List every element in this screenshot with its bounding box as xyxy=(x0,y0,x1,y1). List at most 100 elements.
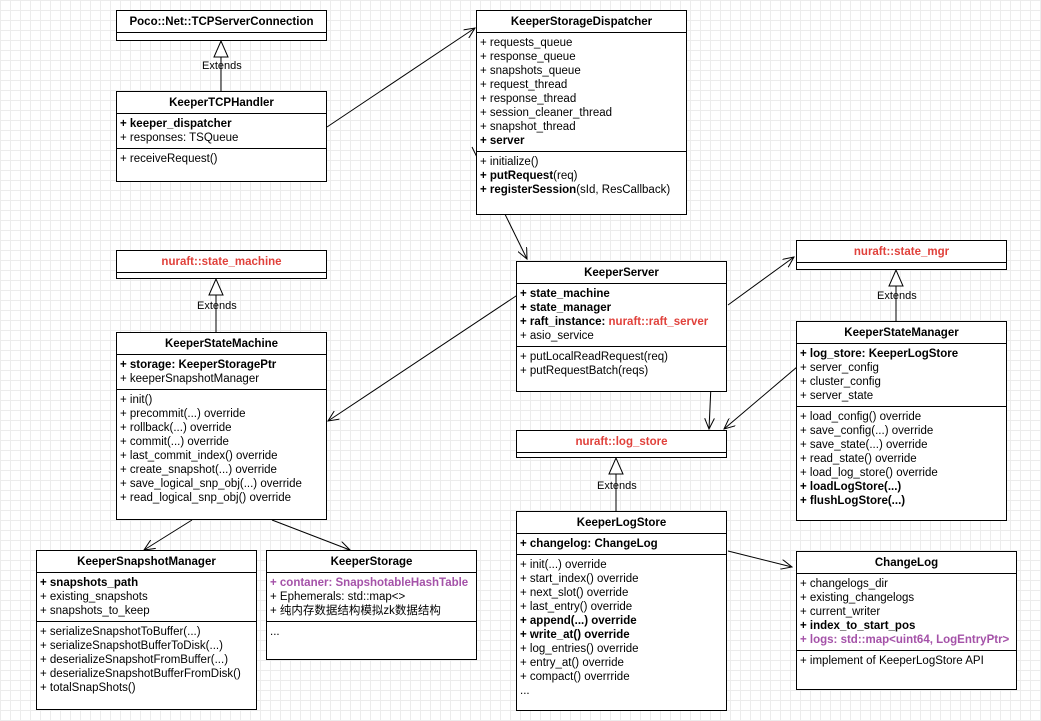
attribute: + existing_changelogs xyxy=(800,592,915,604)
attribute: + server_state xyxy=(800,390,874,402)
attributes-section: + contaner: SnapshotableHashTable + Ephe… xyxy=(267,573,476,622)
method: + deserializeSnapshotFromBuffer(...) xyxy=(40,654,229,666)
attributes-section: + state_machine + state_manager + raft_i… xyxy=(517,284,726,347)
method: + commit(...) override xyxy=(120,436,229,448)
class-keeper-server[interactable]: KeeperServer + state_machine + state_man… xyxy=(516,261,727,392)
method: + append(...) override xyxy=(520,615,637,627)
class-nuraft-state-machine[interactable]: nuraft::state_machine xyxy=(116,250,327,279)
attribute: + responses: TSQueue xyxy=(120,132,239,144)
method: + save_logical_snp_obj(...) override xyxy=(120,478,302,490)
method: + next_slot() override xyxy=(520,587,629,599)
assoc-statemachine-snapshotmgr xyxy=(144,519,193,550)
method: + precommit(...) override xyxy=(120,408,246,420)
attributes-section: + snapshots_path + existing_snapshots + … xyxy=(37,573,256,622)
attribute: + log_store: KeeperLogStore xyxy=(800,348,959,360)
attribute: + current_writer xyxy=(800,606,881,618)
class-keeper-log-store[interactable]: KeeperLogStore + changelog: ChangeLog + … xyxy=(516,511,727,711)
attributes-section: + changelog: ChangeLog xyxy=(517,534,726,555)
class-keeper-storage[interactable]: KeeperStorage + contaner: SnapshotableHa… xyxy=(266,550,477,660)
attribute: + existing_snapshots xyxy=(40,591,148,603)
class-keeper-state-machine[interactable]: KeeperStateMachine + storage: KeeperStor… xyxy=(116,332,327,520)
attributes-section: + log_store: KeeperLogStore + server_con… xyxy=(797,344,1006,407)
assoc-statemachine-storage xyxy=(271,519,350,550)
class-title: KeeperStorageDispatcher xyxy=(477,11,686,33)
attribute: + request_thread xyxy=(480,79,568,91)
method: ... xyxy=(270,626,280,638)
methods-section: ... xyxy=(267,622,476,642)
class-tcp-server-connection[interactable]: Poco::Net::TCPServerConnection xyxy=(116,10,327,41)
class-title: KeeperSnapshotManager xyxy=(37,551,256,573)
method: + implement of KeeperLogStore API xyxy=(800,655,984,667)
attribute: + response_queue xyxy=(480,51,576,63)
method-name: + putRequest xyxy=(480,170,554,182)
methods-section: + serializeSnapshotToBuffer(...) + seria… xyxy=(37,622,256,698)
class-title: KeeperStateMachine xyxy=(117,333,326,355)
class-keeper-snapshot-manager[interactable]: KeeperSnapshotManager + snapshots_path +… xyxy=(36,550,257,710)
method: + serializeSnapshotBufferToDisk(...) xyxy=(40,640,223,652)
class-nuraft-log-store[interactable]: nuraft::log_store xyxy=(516,430,727,458)
method: + entry_at() override xyxy=(520,657,624,669)
attribute: + state_machine xyxy=(520,288,610,300)
methods-section: + putLocalReadRequest(req) + putRequestB… xyxy=(517,347,726,381)
class-title: KeeperStorage xyxy=(267,551,476,573)
extends-label: Extends xyxy=(197,300,237,312)
class-title: KeeperStateManager xyxy=(797,322,1006,344)
class-nuraft-state-mgr[interactable]: nuraft::state_mgr xyxy=(796,240,1007,270)
attributes-section: + storage: KeeperStoragePtr + keeperSnap… xyxy=(117,355,326,390)
extends-label: Extends xyxy=(597,480,637,492)
methods-section: + receiveRequest() xyxy=(117,149,326,169)
method: + last_commit_index() override xyxy=(120,450,278,462)
method: + compact() overrride xyxy=(520,671,630,683)
method: + putLocalReadRequest(req) xyxy=(520,351,668,363)
class-title: KeeperServer xyxy=(517,262,726,284)
method: + serializeSnapshotToBuffer(...) xyxy=(40,626,201,638)
method: + registerSession(sId, ResCallback) xyxy=(480,183,683,197)
method-args: (req) xyxy=(553,170,578,182)
methods-section: + implement of KeeperLogStore API xyxy=(797,651,1016,671)
attribute: + snapshots_queue xyxy=(480,65,581,77)
attribute: + index_to_start_pos xyxy=(800,620,916,632)
method: + load_log_store() override xyxy=(800,467,938,479)
attribute: + session_cleaner_thread xyxy=(480,107,613,119)
method-name: + registerSession xyxy=(480,184,577,196)
extends-label: Extends xyxy=(202,60,242,72)
method: + flushLogStore(...) xyxy=(800,495,906,507)
attribute: + changelog: ChangeLog xyxy=(520,538,658,550)
attribute: + contaner: SnapshotableHashTable xyxy=(270,577,469,589)
class-keeper-state-manager[interactable]: KeeperStateManager + log_store: KeeperLo… xyxy=(796,321,1007,521)
method: + putRequestBatch(reqs) xyxy=(520,365,649,377)
attribute: + asio_service xyxy=(520,330,594,342)
method: ... xyxy=(520,685,530,697)
attribute: + server_config xyxy=(800,362,879,374)
methods-section: + load_config() override + save_config(.… xyxy=(797,407,1006,511)
attribute: + keeperSnapshotManager xyxy=(120,373,260,385)
class-title: nuraft::log_store xyxy=(517,431,726,453)
attribute: + cluster_config xyxy=(800,376,881,388)
method: + init(...) override xyxy=(520,559,607,571)
method: + last_entry() override xyxy=(520,601,633,613)
attribute: + snapshot_thread xyxy=(480,121,576,133)
method: + save_state(...) override xyxy=(800,439,928,451)
class-changelog[interactable]: ChangeLog + changelogs_dir + existing_ch… xyxy=(796,551,1017,690)
method: + totalSnapShots() xyxy=(40,682,136,694)
assoc-logstore-changelog xyxy=(727,550,792,567)
method: + log_entries() override xyxy=(520,643,639,655)
class-title: KeeperTCPHandler xyxy=(117,92,326,114)
attribute: + state_manager xyxy=(520,302,612,314)
method: + loadLogStore(...) xyxy=(800,481,902,493)
extends-label: Extends xyxy=(877,290,917,302)
attributes-section: + changelogs_dir + existing_changelogs +… xyxy=(797,574,1016,651)
method: + receiveRequest() xyxy=(120,153,218,165)
class-keeper-tcp-handler[interactable]: KeeperTCPHandler + keeper_dispatcher + r… xyxy=(116,91,327,182)
attribute: + changelogs_dir xyxy=(800,578,888,590)
attribute: + server xyxy=(480,135,525,147)
method: + write_at() override xyxy=(520,629,630,641)
attribute: + raft_instance: nuraft::raft_server xyxy=(520,315,723,329)
method: + create_snapshot(...) override xyxy=(120,464,277,476)
method: + read_logical_snp_obj() override xyxy=(120,492,292,504)
method: + rollback(...) override xyxy=(120,422,232,434)
class-keeper-storage-dispatcher[interactable]: KeeperStorageDispatcher + requests_queue… xyxy=(476,10,687,215)
class-title: Poco::Net::TCPServerConnection xyxy=(117,11,326,33)
attribute: + 纯内存数据结构模拟zk数据结构 xyxy=(270,605,441,617)
attribute: + snapshots_to_keep xyxy=(40,605,150,617)
